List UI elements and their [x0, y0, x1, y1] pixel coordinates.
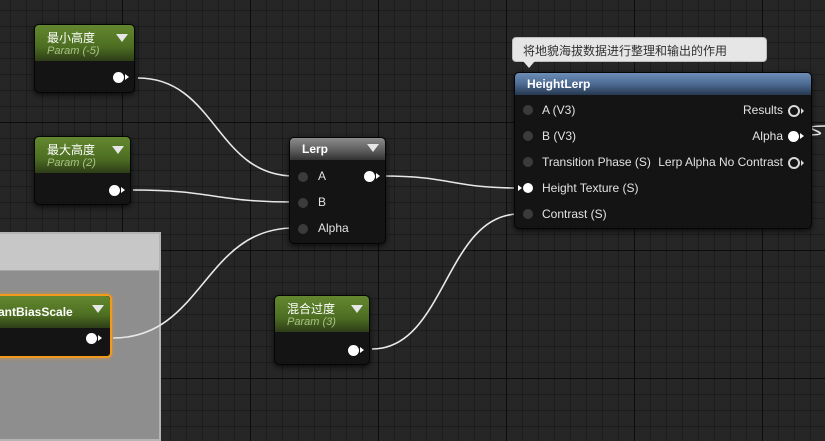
node-comment-bubble[interactable]: 将地貌海拔数据进行整理和输出的作用 [512, 37, 767, 68]
node-max-height-title: 最大高度 [47, 143, 96, 157]
node-bias-scale-output-pin[interactable] [86, 333, 102, 344]
node-blend-subtitle: Param (3) [287, 316, 336, 328]
node-blend[interactable]: 混合过度 Param (3) [274, 295, 370, 365]
node-max-height-subtitle: Param (2) [47, 157, 96, 169]
node-bias-scale-title: tantBiasScale [0, 305, 73, 319]
node-bias-scale[interactable]: tantBiasScale [0, 294, 112, 358]
heightlerp-input-label-b: B (V3) [542, 129, 577, 143]
lerp-pin-label-a: A [318, 169, 327, 183]
heightlerp-output-label-alpha: Alpha [752, 129, 783, 143]
collapse-chevron-icon[interactable] [351, 305, 363, 313]
node-min-height-header[interactable]: 最小高度 Param (-5) [35, 25, 134, 61]
lerp-output-pin[interactable] [364, 171, 380, 182]
node-lerp[interactable]: Lerp A B Alpha [289, 137, 386, 244]
node-heightlerp-title: HeightLerp [527, 77, 591, 91]
lerp-input-pin-a[interactable] [298, 172, 308, 182]
comment-bubble-tail [523, 61, 535, 68]
wire-blend-to-contrast [371, 213, 520, 350]
heightlerp-output-pin-results[interactable] [788, 105, 804, 117]
heightlerp-input-label-transition-phase: Transition Phase (S) [542, 155, 651, 169]
node-max-height-header[interactable]: 最大高度 Param (2) [35, 137, 130, 173]
heightlerp-input-pin-height-texture[interactable] [518, 183, 533, 193]
collapse-chevron-icon[interactable] [367, 144, 379, 152]
lerp-pin-label-b: B [318, 195, 327, 209]
node-min-height[interactable]: 最小高度 Param (-5) [34, 24, 135, 93]
heightlerp-output-label-lerp-alpha-no-contrast: Lerp Alpha No Contrast [658, 155, 783, 169]
heightlerp-input-label-a: A (V3) [542, 103, 576, 117]
wire-max-height-to-lerp-b [132, 189, 295, 203]
heightlerp-input-pin-b[interactable] [523, 131, 533, 141]
node-max-height-output-pin[interactable] [109, 185, 125, 196]
node-blend-output-pin[interactable] [348, 345, 364, 356]
comment-region-header[interactable] [0, 234, 159, 271]
node-max-height[interactable]: 最大高度 Param (2) [34, 136, 131, 205]
collapse-chevron-icon[interactable] [92, 305, 104, 313]
collapse-chevron-icon[interactable] [116, 34, 128, 42]
node-lerp-title: Lerp [302, 142, 329, 156]
heightlerp-input-pin-transition-phase[interactable] [523, 157, 533, 167]
node-min-height-title: 最小高度 [47, 31, 96, 45]
node-heightlerp-header[interactable]: HeightLerp [515, 73, 811, 95]
node-lerp-header[interactable]: Lerp [290, 138, 385, 160]
node-comment-text: 将地貌海拔数据进行整理和输出的作用 [523, 44, 728, 58]
lerp-input-pin-alpha[interactable] [298, 224, 308, 234]
heightlerp-input-label-height-texture: Height Texture (S) [542, 181, 639, 195]
heightlerp-output-pin-alpha[interactable] [788, 131, 804, 142]
heightlerp-input-label-contrast: Contrast (S) [542, 207, 607, 221]
heightlerp-output-label-results: Results [742, 103, 783, 117]
wire-lerp-to-height-texture [382, 175, 520, 189]
node-heightlerp[interactable]: HeightLerp A (V3) B (V3) Transition Phas… [514, 72, 812, 229]
heightlerp-input-pin-a[interactable] [523, 105, 533, 115]
node-min-height-output-pin[interactable] [113, 72, 129, 83]
heightlerp-input-pin-contrast[interactable] [523, 209, 533, 219]
node-blend-header[interactable]: 混合过度 Param (3) [275, 296, 369, 332]
heightlerp-output-pin-lerp-alpha-no-contrast[interactable] [788, 157, 804, 169]
node-min-height-subtitle: Param (-5) [47, 45, 100, 57]
wire-min-height-to-lerp-a [137, 77, 295, 177]
collapse-chevron-icon[interactable] [112, 146, 124, 154]
node-blend-title: 混合过度 [287, 302, 336, 316]
lerp-input-pin-b[interactable] [298, 198, 308, 208]
lerp-pin-label-alpha: Alpha [318, 221, 349, 235]
node-bias-scale-header[interactable]: tantBiasScale [0, 296, 110, 328]
